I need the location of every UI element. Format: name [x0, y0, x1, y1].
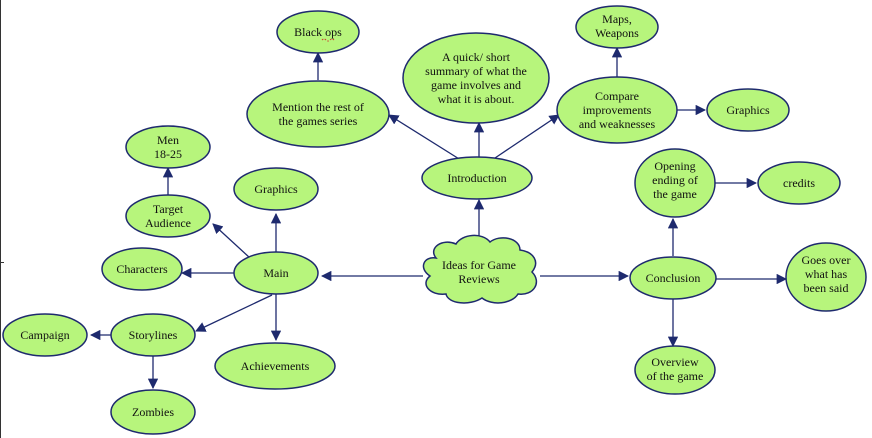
label-line: Overview — [651, 355, 699, 369]
edge-intro-compare — [494, 114, 560, 159]
label-line: the games series — [279, 114, 358, 128]
node-conclusion-text: Conclusion — [646, 271, 701, 285]
label-line: Target — [153, 202, 184, 216]
node-storylines-text: Storylines — [129, 328, 178, 342]
connectors — [89, 46, 788, 390]
node-maps[interactable]: Maps,Weapons — [575, 5, 659, 49]
node-characters[interactable]: Characters — [101, 247, 183, 291]
node-graphics-main[interactable]: Graphics — [233, 167, 319, 211]
central-cloud-shape — [422, 234, 538, 304]
node-black-ops[interactable]: Black ops — [276, 10, 360, 54]
node-graphics-intro-text: Graphics — [726, 103, 770, 117]
label-line: Weapons — [595, 26, 639, 40]
node-credits-text: credits — [783, 176, 815, 190]
label-line: ending of — [652, 173, 698, 187]
node-credits[interactable]: credits — [757, 161, 841, 205]
node-zombies[interactable]: Zombies — [110, 389, 196, 435]
node-conclusion[interactable]: Conclusion — [629, 256, 717, 300]
label-line: A quick/ short — [442, 50, 511, 64]
node-black-ops-text: Black ops — [294, 25, 342, 39]
label-line: Mention the rest of — [272, 100, 364, 114]
label-line: and weaknesses — [579, 117, 656, 131]
label-line: what has — [805, 267, 848, 281]
node-characters-text: Characters — [116, 262, 168, 276]
node-main-text: Main — [263, 266, 288, 280]
label-line: game involves and — [431, 78, 521, 92]
label-line: summary of what the — [425, 64, 527, 78]
node-achievements-text: Achievements — [241, 359, 310, 373]
node-zombies-text: Zombies — [132, 405, 174, 419]
node-introduction-text: Introduction — [447, 171, 506, 185]
node-main[interactable]: Main — [233, 251, 319, 295]
node-storylines[interactable]: Storylines — [110, 313, 196, 357]
edge-main-storylines — [195, 294, 273, 332]
node-achievements[interactable]: Achievements — [214, 342, 336, 390]
label-line: Compare — [595, 89, 639, 103]
label-line: been said — [804, 281, 849, 295]
label-line: what it is about. — [438, 92, 515, 106]
spellcheck-underline — [321, 38, 335, 42]
node-introduction[interactable]: Introduction — [421, 156, 533, 200]
label-line: improvements — [583, 103, 652, 117]
label-line: Audience — [145, 216, 191, 230]
label-line: Maps, — [602, 12, 632, 26]
edge-main-target-audience — [212, 223, 251, 259]
node-campaign-text: Campaign — [20, 328, 69, 342]
label-line: Reviews — [458, 272, 500, 286]
label-line: Ideas for Game — [442, 258, 516, 272]
label-line: the game — [653, 187, 697, 201]
node-graphics-intro[interactable]: Graphics — [706, 88, 790, 132]
label-line: Men — [157, 133, 179, 147]
label-line: 18-25 — [154, 147, 182, 161]
node-graphics-main-text: Graphics — [254, 182, 298, 196]
edge-intro-mention — [388, 114, 465, 163]
label-line: of the game — [647, 369, 704, 383]
node-maps-text: Maps,Weapons — [595, 12, 639, 40]
node-campaign[interactable]: Campaign — [2, 313, 88, 357]
label-line: Opening — [654, 159, 695, 173]
label-line: Goes over — [802, 253, 851, 267]
